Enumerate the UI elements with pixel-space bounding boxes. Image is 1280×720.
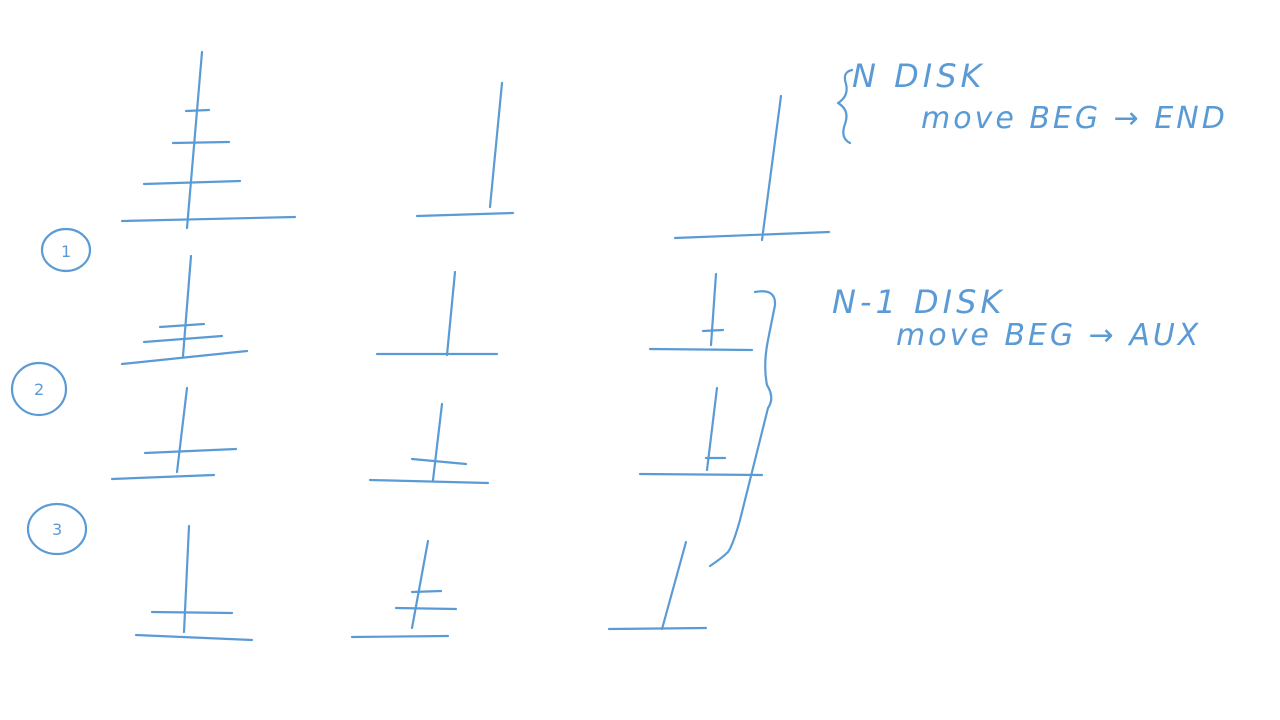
- disk-medium: [410, 457, 468, 466]
- peg-base: [110, 473, 216, 481]
- peg-pole: [175, 386, 189, 474]
- n-disk-move: move BEG → END: [921, 101, 1228, 136]
- n-disk-title: N DISK: [852, 57, 985, 95]
- peg-beg: [120, 50, 297, 230]
- peg-base: [350, 634, 450, 639]
- peg-base: [120, 215, 297, 223]
- peg-end: [673, 94, 831, 242]
- peg-aux: [350, 539, 458, 639]
- peg-pole: [760, 94, 783, 242]
- peg-pole: [185, 50, 204, 230]
- peg-aux: [375, 270, 499, 357]
- step-2-marker: 2: [10, 361, 68, 417]
- row-step-1: [120, 254, 754, 366]
- peg-base: [673, 230, 831, 240]
- peg-base: [134, 633, 254, 642]
- peg-pole: [410, 539, 430, 630]
- step-number: 2: [34, 380, 44, 399]
- row-step-2: [110, 386, 764, 485]
- peg-end: [648, 272, 754, 352]
- peg-pole: [181, 254, 193, 358]
- curly-brace: [836, 68, 854, 145]
- step-3-marker: 3: [26, 502, 88, 556]
- curly-brace: [708, 290, 777, 568]
- row-step-3: [134, 524, 708, 642]
- peg-beg: [110, 386, 238, 481]
- peg-pole: [445, 270, 457, 357]
- peg-pole: [182, 524, 191, 634]
- peg-pole: [431, 402, 444, 482]
- disk-large: [142, 179, 242, 186]
- disk-medium: [142, 334, 224, 344]
- n-disk-note: N DISK move BEG → END: [836, 57, 1228, 145]
- disk-small: [410, 589, 443, 594]
- n1-disk-note: N-1 DISK move BEG → AUX: [708, 283, 1201, 568]
- disk-large: [143, 447, 238, 455]
- peg-base: [607, 626, 708, 631]
- disk-small: [184, 108, 211, 113]
- peg-beg: [120, 254, 249, 366]
- peg-base: [638, 472, 764, 477]
- step-1-marker: 1: [40, 227, 92, 273]
- peg-aux: [415, 81, 515, 218]
- peg-aux: [368, 402, 490, 485]
- peg-end: [638, 386, 764, 477]
- n1-disk-move: move BEG → AUX: [896, 318, 1201, 353]
- peg-pole: [709, 272, 718, 347]
- peg-base: [648, 347, 754, 352]
- disk-medium: [394, 606, 458, 611]
- peg-pole: [660, 540, 688, 631]
- peg-end: [607, 540, 708, 631]
- step-number: 3: [52, 520, 62, 539]
- peg-base: [368, 478, 490, 485]
- peg-pole: [705, 386, 719, 472]
- step-number: 1: [61, 242, 71, 261]
- disk-large: [150, 610, 234, 615]
- peg-base: [415, 211, 515, 218]
- disk-medium: [171, 140, 231, 145]
- row-initial: [120, 50, 831, 242]
- peg-pole: [488, 81, 504, 209]
- peg-base: [120, 349, 249, 366]
- n1-disk-title: N-1 DISK: [832, 283, 1005, 321]
- disk-small: [701, 328, 725, 333]
- disk-small: [158, 322, 206, 329]
- peg-beg: [134, 524, 254, 642]
